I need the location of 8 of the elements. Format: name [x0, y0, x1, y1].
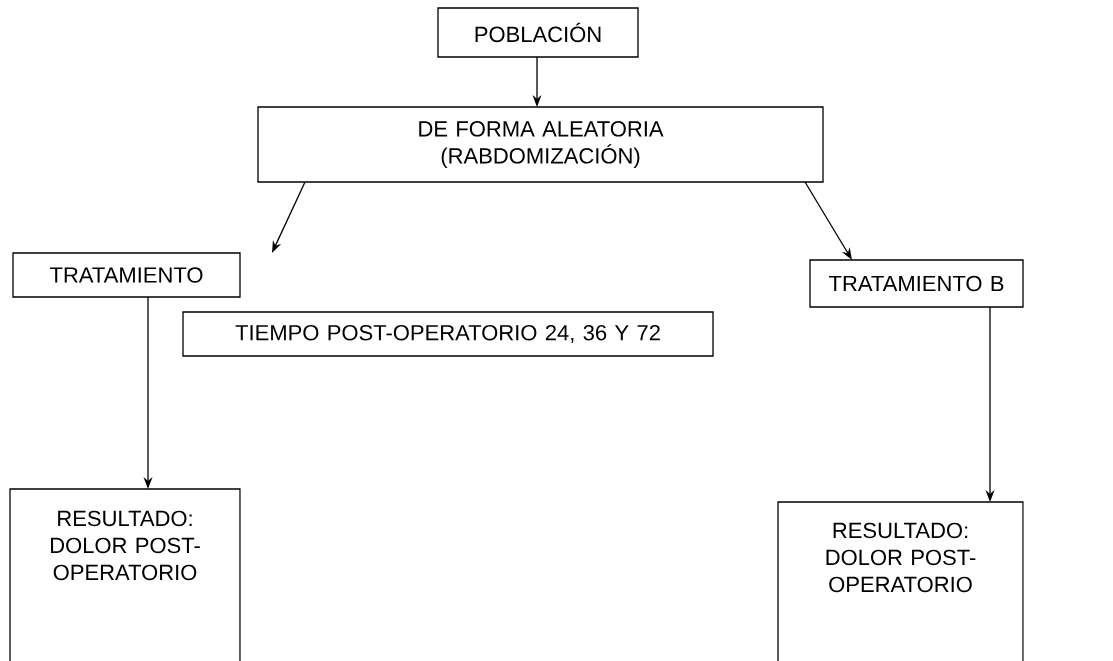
- process-box: RESULTADO: DOLOR POST-OPERATORIO: [777, 501, 1024, 661]
- process-box: TRATAMIENTO B: [809, 259, 1024, 308]
- process-box: DE FORMA ALEATORIA (RABDOMIZACIÓN): [257, 106, 824, 183]
- process-box: TRATAMIENTO: [12, 252, 241, 298]
- process-box: TIEMPO POST-OPERATORIO 24, 36 Y 72: [182, 311, 714, 357]
- arrow: [804, 181, 852, 260]
- process-box: POBLACIÓN: [437, 7, 639, 58]
- process-box: RESULTADO: DOLOR POST-OPERATORIO: [9, 488, 241, 661]
